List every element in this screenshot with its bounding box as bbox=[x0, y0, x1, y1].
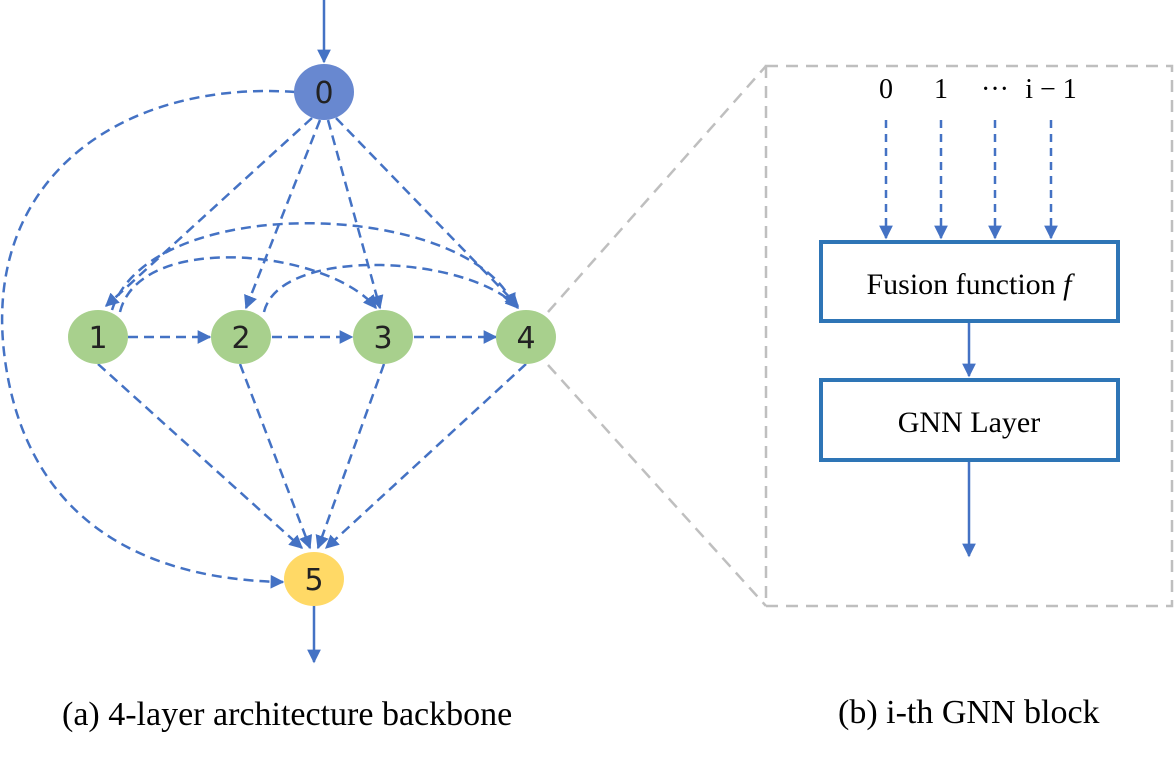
block-input-label-1: 1 bbox=[934, 74, 948, 105]
node-3-circle bbox=[353, 310, 413, 364]
gnn-block: 0 1 ··· i − 1 Fusion function f GNN Layer bbox=[819, 74, 1120, 558]
node-2: 2 bbox=[211, 310, 271, 364]
edge-3-5 bbox=[315, 363, 386, 550]
node-2-label: 2 bbox=[231, 321, 250, 356]
block-frame bbox=[764, 64, 1174, 608]
gnn-layer-box bbox=[819, 378, 1120, 462]
node-1-circle bbox=[68, 310, 128, 364]
edge-2-4 bbox=[262, 263, 519, 313]
block-input-label-3: i − 1 bbox=[1025, 74, 1077, 105]
block-input-label-2: ··· bbox=[981, 74, 1009, 105]
node-5-label: 5 bbox=[304, 563, 323, 598]
node-5-circle bbox=[284, 552, 344, 606]
node-1-label: 1 bbox=[88, 321, 107, 356]
node-1: 1 bbox=[68, 310, 128, 364]
edge-0-3 bbox=[326, 119, 384, 310]
node-4-circle bbox=[496, 310, 556, 364]
edge-1-5 bbox=[97, 363, 304, 549]
node-4: 4 bbox=[496, 310, 556, 364]
edge-2-5 bbox=[238, 363, 313, 550]
node-3-label: 3 bbox=[373, 321, 392, 356]
fusion-label: Fusion function f bbox=[866, 268, 1075, 301]
zoom-line-bottom bbox=[547, 364, 767, 607]
node-0: 0 bbox=[294, 64, 354, 120]
node-3: 3 bbox=[353, 310, 413, 364]
edge-0-5 bbox=[0, 89, 296, 589]
block-input-label-0: 0 bbox=[879, 74, 893, 105]
backbone-nodes: 0 1 2 3 4 5 bbox=[68, 64, 556, 606]
zoom-indicator bbox=[547, 64, 1174, 608]
edge-1-4 bbox=[110, 222, 516, 311]
backbone-edges bbox=[0, 0, 527, 664]
caption-block: (b) i-th GNN block bbox=[838, 694, 1100, 731]
edge-0-2 bbox=[244, 119, 322, 310]
node-0-label: 0 bbox=[314, 76, 333, 111]
node-2-circle bbox=[211, 310, 271, 364]
node-4-label: 4 bbox=[516, 321, 535, 356]
edge-1-3 bbox=[118, 256, 377, 313]
edge-4-5 bbox=[324, 363, 527, 549]
block-inputs: 0 1 ··· i − 1 bbox=[879, 74, 1077, 240]
caption-backbone: (a) 4-layer architecture backbone bbox=[62, 696, 513, 733]
zoom-line-top bbox=[547, 65, 767, 313]
fusion-box bbox=[819, 240, 1120, 323]
gnn-layer-label: GNN Layer bbox=[898, 406, 1040, 439]
edge-0-4 bbox=[335, 117, 519, 307]
edge-0-1 bbox=[104, 117, 313, 307]
node-0-circle bbox=[294, 64, 354, 120]
node-5: 5 bbox=[284, 552, 344, 606]
